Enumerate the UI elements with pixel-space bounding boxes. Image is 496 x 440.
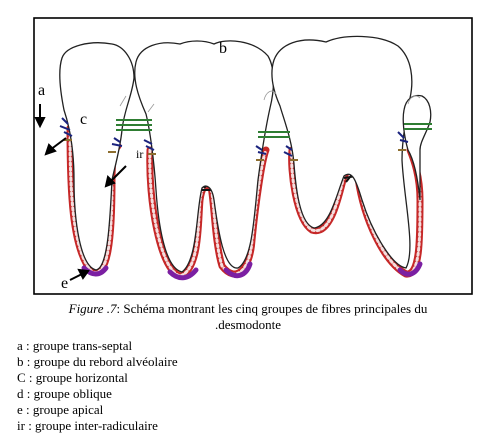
tooth-4 <box>402 94 432 201</box>
legend-item: C : groupe horizontal <box>17 370 128 385</box>
figure-caption: Figure .7: Schéma montrant les cinq grou… <box>22 301 474 333</box>
caption-line2: .desmodonte <box>214 317 282 332</box>
label-c: c <box>80 111 88 128</box>
legend-item: b : groupe du rebord alvéolaire <box>17 354 178 369</box>
legend-item: a : groupe trans-septal <box>17 338 133 353</box>
pointer-arrows <box>34 104 127 281</box>
label-e: e <box>61 275 69 292</box>
tooth-3 <box>271 35 413 269</box>
teeth <box>59 35 432 273</box>
periodontal-diagram <box>33 17 473 295</box>
horizontal-fibres <box>64 139 406 161</box>
arrow-d <box>109 165 127 183</box>
legend-item: e : groupe apical <box>17 402 104 417</box>
label-ir: ir <box>136 147 144 161</box>
caption-text: : Schéma montrant les cinq groupes de fi… <box>116 301 428 316</box>
label-b: b <box>219 40 227 57</box>
crown-shading <box>119 90 421 113</box>
diagram-frame <box>33 17 473 295</box>
trans-septal-fibres <box>116 119 432 138</box>
label-a: a <box>38 82 46 99</box>
crestal-fibres <box>59 117 409 157</box>
arrow-e <box>69 273 83 281</box>
figure-label: Figure .7 <box>68 301 117 316</box>
tooth-2 <box>134 40 275 273</box>
legend-item: ir : groupe inter-radiculaire <box>17 418 158 433</box>
tooth-1 <box>59 42 135 271</box>
legend-item: d : groupe oblique <box>17 386 112 401</box>
legend-list: a : groupe trans-septal b : groupe du re… <box>17 338 178 434</box>
